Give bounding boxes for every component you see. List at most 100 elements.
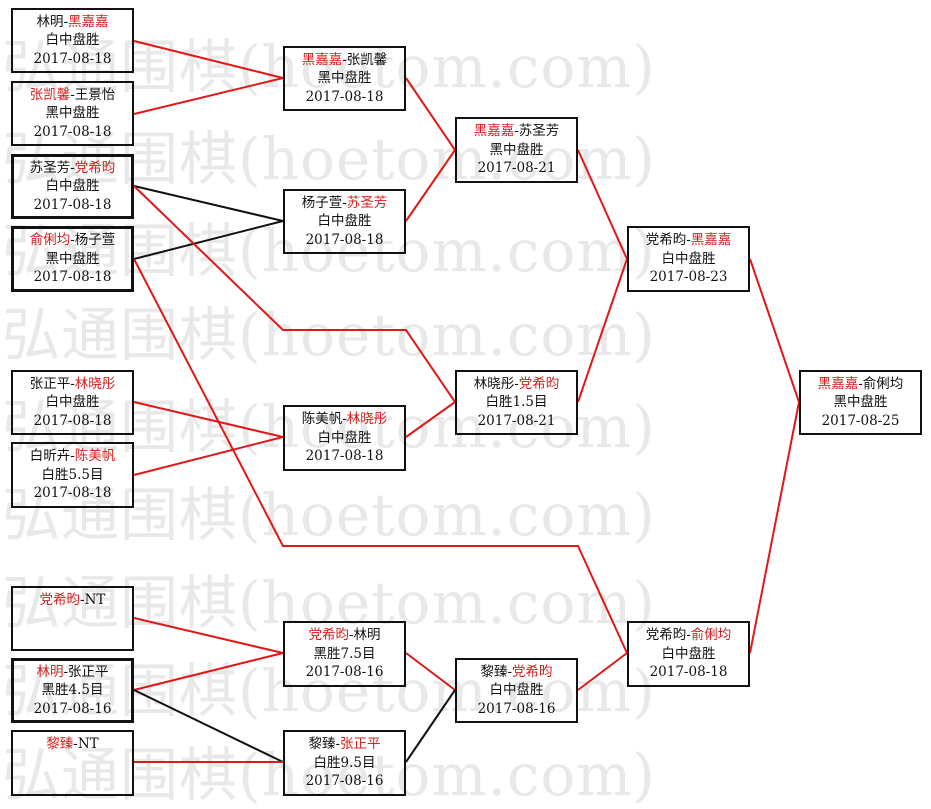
match-result: 黑胜7.5目 <box>313 645 376 662</box>
match-date: 2017-08-16 <box>477 700 556 717</box>
player-separator: - <box>342 411 347 428</box>
player-name: 黑嘉嘉 <box>817 375 859 392</box>
bracket-connector <box>133 652 284 691</box>
match-players: 黎臻-党希昀 <box>480 663 552 682</box>
match-box[interactable]: 党希昀-NT <box>11 586 134 651</box>
match-result <box>70 754 74 773</box>
player-separator: - <box>858 375 863 392</box>
match-result: 白中盘胜 <box>661 250 716 267</box>
player-name: 党希昀 <box>645 627 687 644</box>
player-separator: - <box>73 736 78 753</box>
player-separator: - <box>507 663 513 680</box>
match-date: 2017-08-18 <box>33 50 112 67</box>
bracket-connector <box>405 149 456 222</box>
bracket-connector <box>133 185 284 222</box>
player-name: 黑嘉嘉 <box>690 232 732 249</box>
player-separator: - <box>335 736 341 753</box>
match-result: 白胜5.5目 <box>41 466 104 483</box>
match-players: 黎臻-NT <box>46 735 98 754</box>
player-name: 黑嘉嘉 <box>68 13 109 30</box>
player-name: 黎臻 <box>308 736 336 753</box>
player-name: 白昕卉 <box>29 448 71 465</box>
bracket-connector <box>133 185 456 403</box>
player-separator: - <box>348 627 354 644</box>
match-box[interactable]: 陈美帆-林晓彤白中盘胜 2017-08-18 <box>283 405 406 471</box>
match-result <box>70 609 74 628</box>
player-name: 张正平 <box>340 736 381 753</box>
match-players: 黎臻-张正平 <box>308 735 380 754</box>
bracket-connector <box>577 652 628 691</box>
player-name: 张正平 <box>68 663 109 680</box>
match-players: 党希昀-俞俐均 <box>646 626 732 645</box>
bracket-connector <box>133 258 628 654</box>
bracket-connector <box>405 401 456 438</box>
player-name: 俞俐均 <box>690 627 732 644</box>
match-players: 林明-黑嘉嘉 <box>36 13 108 32</box>
bracket-connector <box>405 652 456 691</box>
bracket-connector <box>133 617 284 654</box>
player-name: 黑嘉嘉 <box>473 123 515 140</box>
match-date: 2017-08-18 <box>33 196 112 213</box>
player-name: 党希昀 <box>518 375 560 392</box>
match-date: 2017-08-18 <box>305 88 384 105</box>
bracket-connector <box>749 401 800 654</box>
match-date: 2017-08-18 <box>33 412 112 429</box>
player-name: 党希昀 <box>39 591 81 608</box>
bracket-connector <box>133 436 284 476</box>
player-name: 林晓彤 <box>346 411 388 428</box>
bracket-connector <box>133 689 284 763</box>
player-name: 陈美帆 <box>74 448 116 465</box>
match-date: 2017-08-16 <box>33 700 112 717</box>
player-name: 张凯馨 <box>346 51 388 68</box>
match-result: 黑中盘胜 <box>833 394 888 411</box>
match-players: 杨子萱-苏圣芳 <box>302 194 388 213</box>
player-separator: - <box>686 627 691 644</box>
player-name: 王景怡 <box>74 86 116 103</box>
match-result: 黑中盘胜 <box>317 70 372 87</box>
match-result: 黑中盘胜 <box>45 250 100 267</box>
match-date: 2017-08-21 <box>477 160 556 177</box>
player-name: 黎臻 <box>480 663 508 680</box>
player-name: 林明 <box>36 663 64 680</box>
player-separator: - <box>342 51 347 68</box>
match-date: 2017-08-18 <box>305 448 384 465</box>
match-result: 白中盘胜 <box>45 394 100 411</box>
match-result: 白中盘胜 <box>317 213 372 230</box>
match-box[interactable]: 黎臻-NT <box>11 730 134 796</box>
match-date: 2017-08-21 <box>477 412 556 429</box>
bracket-connector <box>133 40 284 79</box>
match-date: 2017-08-18 <box>33 269 112 286</box>
match-date: 2017-08-18 <box>649 664 728 681</box>
match-result: 白中盘胜 <box>317 429 372 446</box>
match-result: 黑胜4.5目 <box>41 682 104 699</box>
bracket-connector <box>405 77 456 151</box>
bracket-connector <box>577 149 628 260</box>
player-name: 林明 <box>36 13 64 30</box>
player-separator: - <box>63 663 69 680</box>
player-separator: - <box>70 232 75 249</box>
bracket-connector <box>133 220 284 260</box>
match-date: 2017-08-16 <box>305 773 384 790</box>
player-name: 陈美帆 <box>301 411 343 428</box>
match-result: 白中盘胜 <box>45 32 100 49</box>
player-separator: - <box>70 448 75 465</box>
player-name: 黑嘉嘉 <box>301 51 343 68</box>
